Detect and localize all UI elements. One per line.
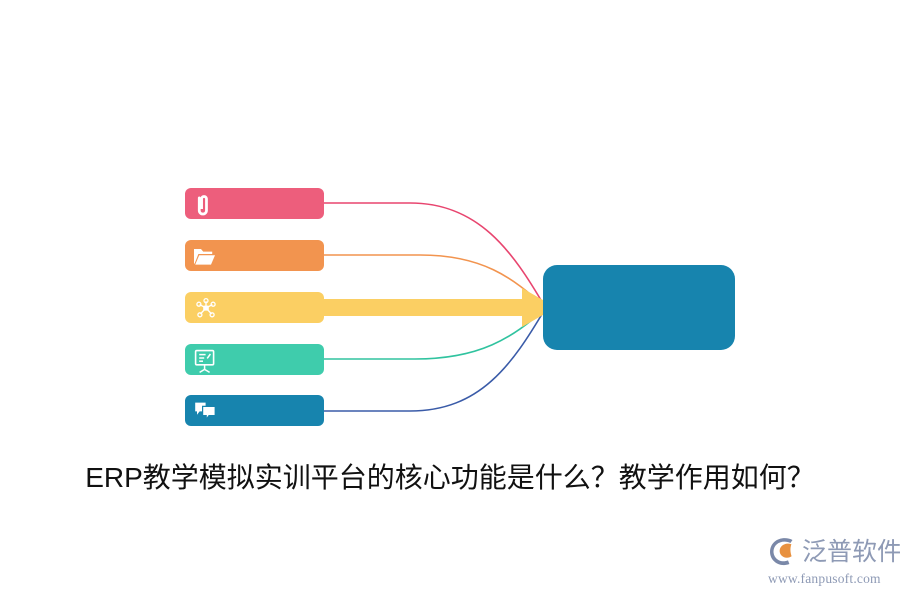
connector-line-chat (324, 308, 546, 412)
fanpu-logo-mark-icon (766, 535, 800, 569)
brand-logo: 泛普软件 www.fanpusoft.com (766, 534, 900, 594)
connector-line-paperclip (324, 202, 546, 308)
presentation-board-icon (194, 349, 215, 374)
connector-line-presentation (324, 308, 546, 360)
logo-wordmark: 泛普软件 (802, 538, 900, 566)
logo-url: www.fanpusoft.com (768, 571, 881, 586)
feature-bar-paperclip[interactable] (185, 188, 324, 219)
hub-box[interactable] (543, 265, 735, 350)
chat-bubbles-icon (195, 402, 216, 422)
feature-bar-network[interactable] (185, 292, 324, 323)
feature-bar-chat[interactable] (185, 395, 324, 426)
page-title: ERP教学模拟实训平台的核心功能是什么？教学作用如何？ (85, 462, 815, 493)
paperclip-icon (197, 195, 208, 216)
feature-bar-folder[interactable] (185, 240, 324, 271)
connector-arrow-network (322, 288, 556, 327)
network-hub-icon (196, 297, 216, 318)
folder-icon (194, 249, 215, 265)
feature-bar-presentation[interactable] (185, 344, 324, 375)
